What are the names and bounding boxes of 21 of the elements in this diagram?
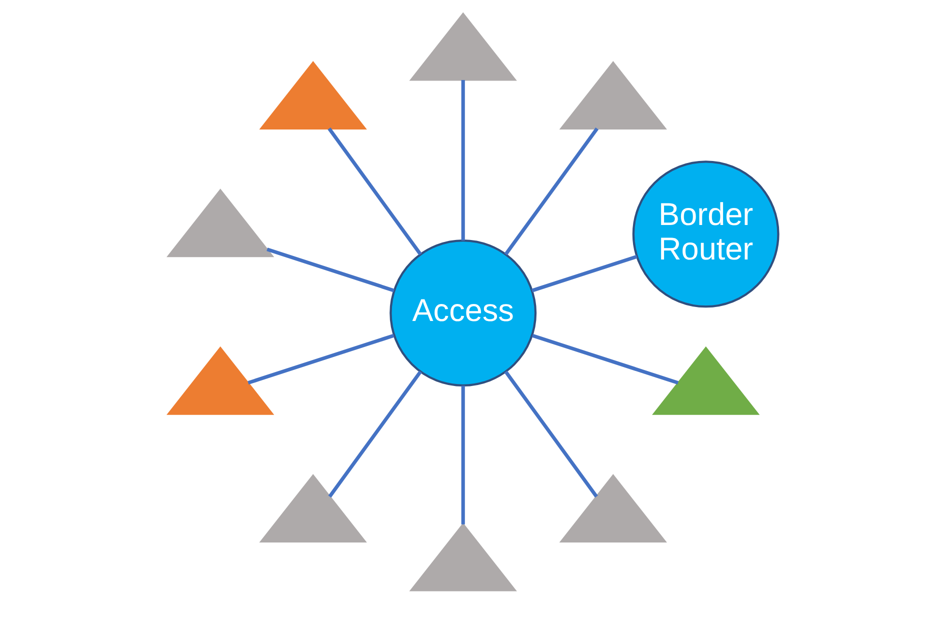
node-triangle: [259, 474, 367, 542]
connector: [532, 334, 679, 385]
connector: [531, 254, 638, 292]
node-triangle: [259, 61, 367, 130]
connector: [248, 334, 394, 385]
connector: [461, 80, 465, 241]
node-triangle: [559, 61, 667, 130]
connector: [504, 370, 598, 498]
node-triangle: [166, 346, 274, 415]
connector: [328, 370, 422, 498]
node-triangle: [166, 188, 274, 258]
node-circle: Border Router: [632, 160, 780, 308]
connector: [461, 386, 465, 524]
connector: [328, 128, 422, 256]
node-triangle: [409, 522, 517, 592]
node-triangle: [409, 12, 517, 81]
node-triangle: [559, 474, 667, 542]
node-circle: Access: [390, 240, 537, 386]
connector: [504, 128, 599, 256]
connector: [266, 248, 394, 292]
node-triangle: [652, 346, 760, 415]
